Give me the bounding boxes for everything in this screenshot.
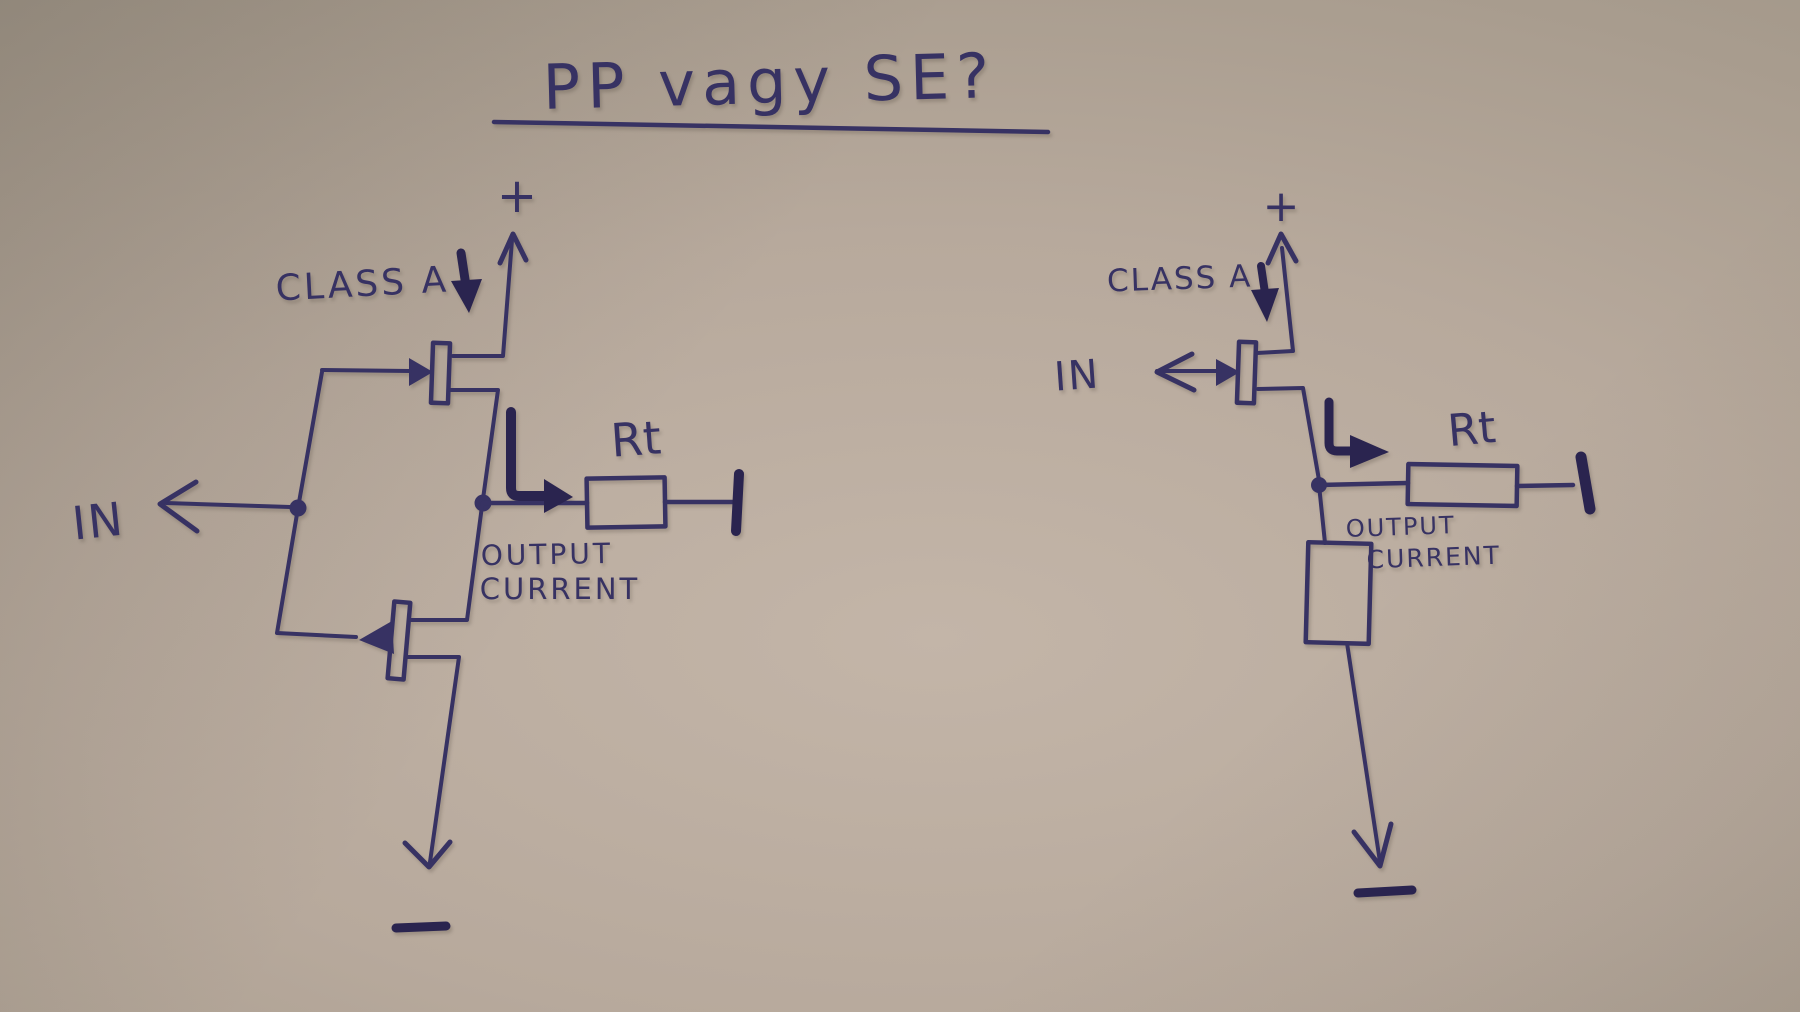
- left-minus-terminal: [391, 921, 451, 933]
- right-lower-resistor: [1303, 539, 1374, 647]
- left-input-rail: [275, 370, 358, 639]
- right-minus-terminal: [1353, 885, 1417, 898]
- title-underline: [491, 119, 1051, 135]
- right-load-resistor: [1405, 461, 1520, 509]
- left-lower-source-wire: [404, 655, 461, 864]
- right-current-arrow-icon: [1350, 435, 1389, 468]
- left-output-label-line2: CURRENT: [480, 572, 641, 606]
- right-load-wire-right: [1514, 482, 1576, 489]
- left-supply-wire: [451, 238, 514, 358]
- right-bias-arrow-icon: [1251, 288, 1279, 322]
- left-current-arrow-icon: [544, 479, 573, 513]
- right-ground-arrow-icon: [1351, 821, 1394, 869]
- right-rt-label: Rt: [1446, 402, 1498, 457]
- page-title: PP vagy SE?: [542, 39, 997, 124]
- right-source-wire: [1256, 386, 1321, 482]
- right-node-down-wire: [1317, 483, 1327, 545]
- left-input-node: [289, 499, 307, 517]
- left-load-resistor: [584, 475, 668, 530]
- right-in-label: IN: [1053, 351, 1102, 400]
- right-plus-label: +: [1263, 181, 1300, 232]
- right-output-label-line2: CURRENT: [1366, 541, 1501, 575]
- ink-drawing: PP vagy SE? + CLASS A: [70, 39, 1596, 933]
- left-in-arrow-icon: [157, 479, 200, 534]
- left-plus-label: +: [497, 168, 537, 224]
- right-supply-arrow-icon: [1265, 231, 1299, 266]
- left-lower-drain-wire: [408, 504, 484, 622]
- left-circuit: + CLASS A IN: [70, 168, 744, 933]
- left-in-label: IN: [70, 492, 127, 551]
- right-current-arrow-shaft: [1324, 397, 1357, 456]
- right-class-a-label: CLASS A: [1106, 258, 1252, 299]
- left-lower-mosfet-gate-arrow-icon: [359, 621, 394, 654]
- right-bias-arrow-shaft: [1257, 262, 1269, 297]
- left-upper-mosfet-gate-arrow-icon: [409, 358, 433, 386]
- left-current-arrow-shaft: [506, 407, 550, 501]
- right-mosfet-gate-arrow-icon: [1216, 359, 1240, 386]
- left-bias-arrow-icon: [451, 279, 482, 313]
- right-mosfet-gate-bar: [1234, 339, 1259, 406]
- left-supply-arrow-icon: [497, 231, 529, 266]
- left-in-arrow-shaft: [164, 501, 292, 509]
- right-load-wire-left: [1316, 480, 1411, 488]
- left-ground-arrow-icon: [402, 839, 453, 870]
- left-upper-gate-wire: [320, 368, 412, 373]
- right-circuit: + CLASS A IN Rt: [1053, 181, 1596, 898]
- left-rt-label: Rt: [609, 410, 663, 467]
- right-output-terminal: [1575, 451, 1596, 515]
- left-class-a-label: CLASS A: [275, 260, 450, 310]
- left-upper-mosfet-gate-bar: [428, 340, 453, 406]
- right-output-label-line1: OUTPUT: [1345, 511, 1456, 543]
- left-output-terminal: [731, 469, 744, 536]
- left-output-label-line1: OUTPUT: [480, 537, 613, 572]
- left-upper-source-wire: [448, 388, 500, 501]
- right-in-arrow-icon: [1154, 351, 1197, 393]
- right-supply-wire: [1255, 246, 1295, 355]
- right-ground-wire: [1345, 641, 1382, 864]
